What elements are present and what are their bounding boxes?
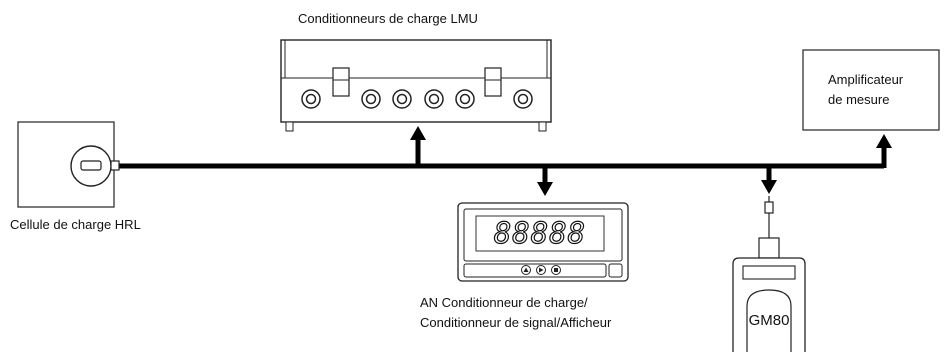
lmu-label: Conditionneurs de charge LMU: [298, 11, 478, 26]
lmu-conditioner-icon: [280, 39, 552, 132]
load-cell-icon: [17, 121, 120, 208]
amplifier-label: Amplificateur de mesure: [828, 70, 903, 110]
an-label-line1: AN Conditionneur de charge/: [420, 295, 588, 310]
hrl-label: Cellule de charge HRL: [10, 217, 141, 232]
arrow-up-icon: [410, 126, 426, 140]
amplifier-label-line1: Amplificateur: [828, 72, 904, 87]
digital-display-icon: [457, 202, 629, 282]
arrow-down-icon: [761, 180, 777, 194]
display-digits: 88888: [494, 216, 586, 250]
handheld-meter-icon: [732, 196, 806, 352]
an-label-line2: Conditionneur de signal/Afficheur: [420, 315, 612, 330]
an-label: AN Conditionneur de charge/ Conditionneu…: [420, 293, 611, 333]
gm80-label: GM80: [749, 312, 790, 329]
amplifier-box: [802, 49, 940, 131]
arrow-down-icon: [537, 182, 553, 196]
amplifier-label-line2: de mesure: [828, 92, 890, 107]
arrow-up-icon: [876, 134, 892, 148]
